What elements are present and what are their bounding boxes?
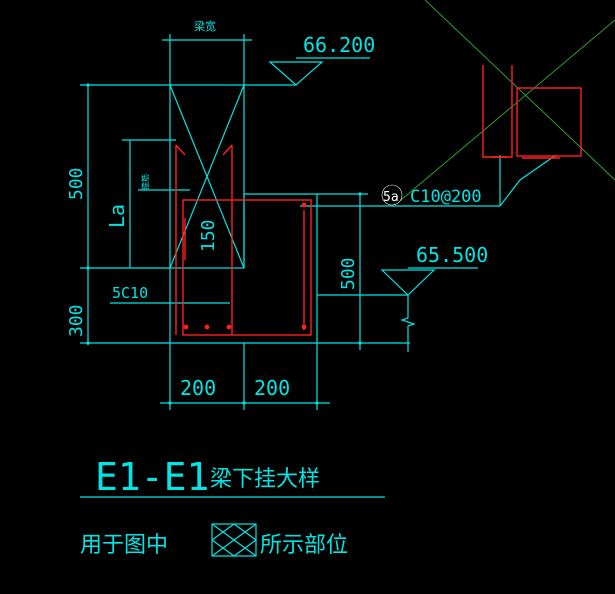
dim-500-left-label: 500 <box>66 167 87 200</box>
note-suffix: 所示部位 <box>260 533 348 558</box>
dim-200-b-label: 200 <box>254 376 290 400</box>
guide-lines <box>394 0 615 206</box>
dim-150-label: 150 <box>198 219 219 252</box>
anchorage-label: La <box>105 204 129 228</box>
small-tag-label: 箍筋 <box>140 174 150 190</box>
dim-300-left-label: 300 <box>66 304 87 337</box>
hanger-elevation-triangle <box>380 269 436 296</box>
note-prefix: 用于图中 <box>80 533 168 558</box>
top-elevation-triangle <box>268 61 324 86</box>
caption-title: E1-E1 <box>95 455 209 499</box>
caption-subtitle: 梁下挂大样 <box>210 467 320 492</box>
marker-circle <box>381 184 403 206</box>
rebar-group <box>175 65 582 336</box>
guide-line-b <box>394 19 615 206</box>
beam-section <box>169 84 245 269</box>
detail-bar-b <box>516 87 582 157</box>
guide-line-a <box>424 0 615 181</box>
stirrup-spec-label: C10@200 <box>410 187 482 207</box>
hanging-outline <box>169 193 318 344</box>
hanger-elevation-label: 65.500 <box>416 243 488 267</box>
dim-200-a-label: 200 <box>180 376 216 400</box>
dim-ticks <box>86 83 362 405</box>
dim-500-right-label: 500 <box>338 257 359 290</box>
rebar-dots <box>183 202 307 330</box>
top-elevation-label: 66.200 <box>303 33 375 57</box>
marker-label: 5a <box>383 190 399 205</box>
bar-left-label: 5C10 <box>112 284 148 302</box>
break-line <box>400 295 416 352</box>
beam-width-label: 梁宽 <box>194 19 216 33</box>
stirrup-loop <box>182 199 312 336</box>
